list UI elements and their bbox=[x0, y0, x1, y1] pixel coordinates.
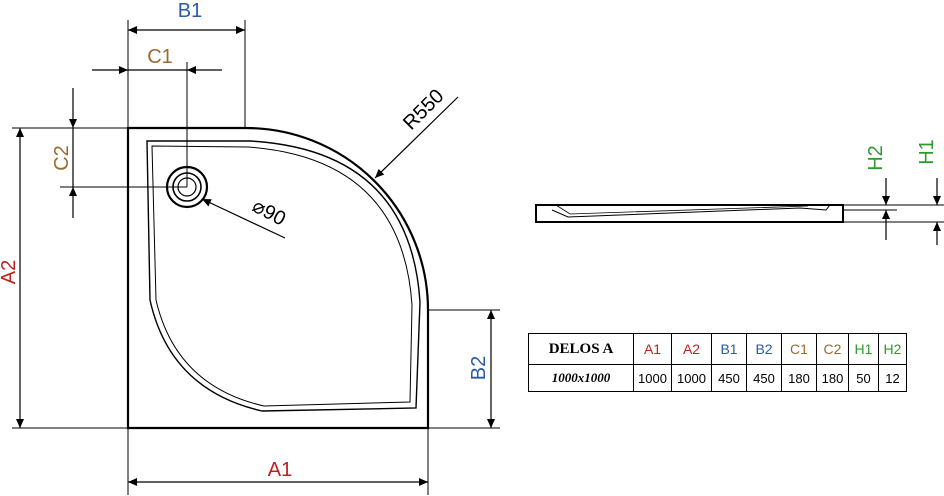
spec-table: DELOS A A1 A2 B1 B2 C1 C2 H1 H2 1000x100… bbox=[528, 333, 907, 392]
header-c1: C1 bbox=[781, 333, 817, 365]
value-h1: 50 bbox=[848, 364, 879, 392]
model-name: DELOS A bbox=[528, 333, 634, 365]
leader-r550 bbox=[374, 96, 459, 179]
value-a2: 1000 bbox=[671, 364, 712, 392]
dimension-lines bbox=[16, 26, 495, 486]
model-size: 1000x1000 bbox=[528, 364, 634, 392]
label-h2: H2 bbox=[865, 145, 887, 171]
value-c1: 180 bbox=[781, 364, 817, 392]
header-b2: B2 bbox=[746, 333, 782, 365]
header-a1: A1 bbox=[633, 333, 672, 365]
leader-drain bbox=[201, 198, 286, 239]
label-h1: H1 bbox=[916, 139, 938, 165]
label-b2: B2 bbox=[468, 356, 490, 380]
label-c1: C1 bbox=[147, 46, 173, 68]
header-h2: H2 bbox=[878, 333, 907, 365]
label-radius: R550 bbox=[399, 85, 448, 134]
value-b2: 450 bbox=[746, 364, 782, 392]
label-drain-diameter: ⌀90 bbox=[249, 195, 290, 231]
tray-inner-rim bbox=[146, 140, 421, 412]
value-c2: 180 bbox=[816, 364, 849, 392]
label-c2: C2 bbox=[51, 145, 73, 171]
header-b1: B1 bbox=[711, 333, 747, 365]
side-view bbox=[535, 178, 944, 245]
spec-table-header-row: DELOS A A1 A2 B1 B2 C1 C2 H1 H2 bbox=[528, 333, 907, 365]
header-c2: C2 bbox=[816, 333, 849, 365]
value-h2: 12 bbox=[878, 364, 907, 392]
label-b1: B1 bbox=[178, 0, 202, 22]
tray-outline bbox=[126, 126, 430, 430]
spec-table-value-row: 1000x1000 1000 1000 450 450 180 180 50 1… bbox=[528, 364, 907, 392]
value-a1: 1000 bbox=[633, 364, 672, 392]
label-a2: A2 bbox=[0, 260, 20, 284]
header-h1: H1 bbox=[848, 333, 879, 365]
value-b1: 450 bbox=[711, 364, 747, 392]
label-a1: A1 bbox=[268, 459, 292, 481]
tray-basin-edge bbox=[151, 145, 413, 407]
header-a2: A2 bbox=[671, 333, 712, 365]
